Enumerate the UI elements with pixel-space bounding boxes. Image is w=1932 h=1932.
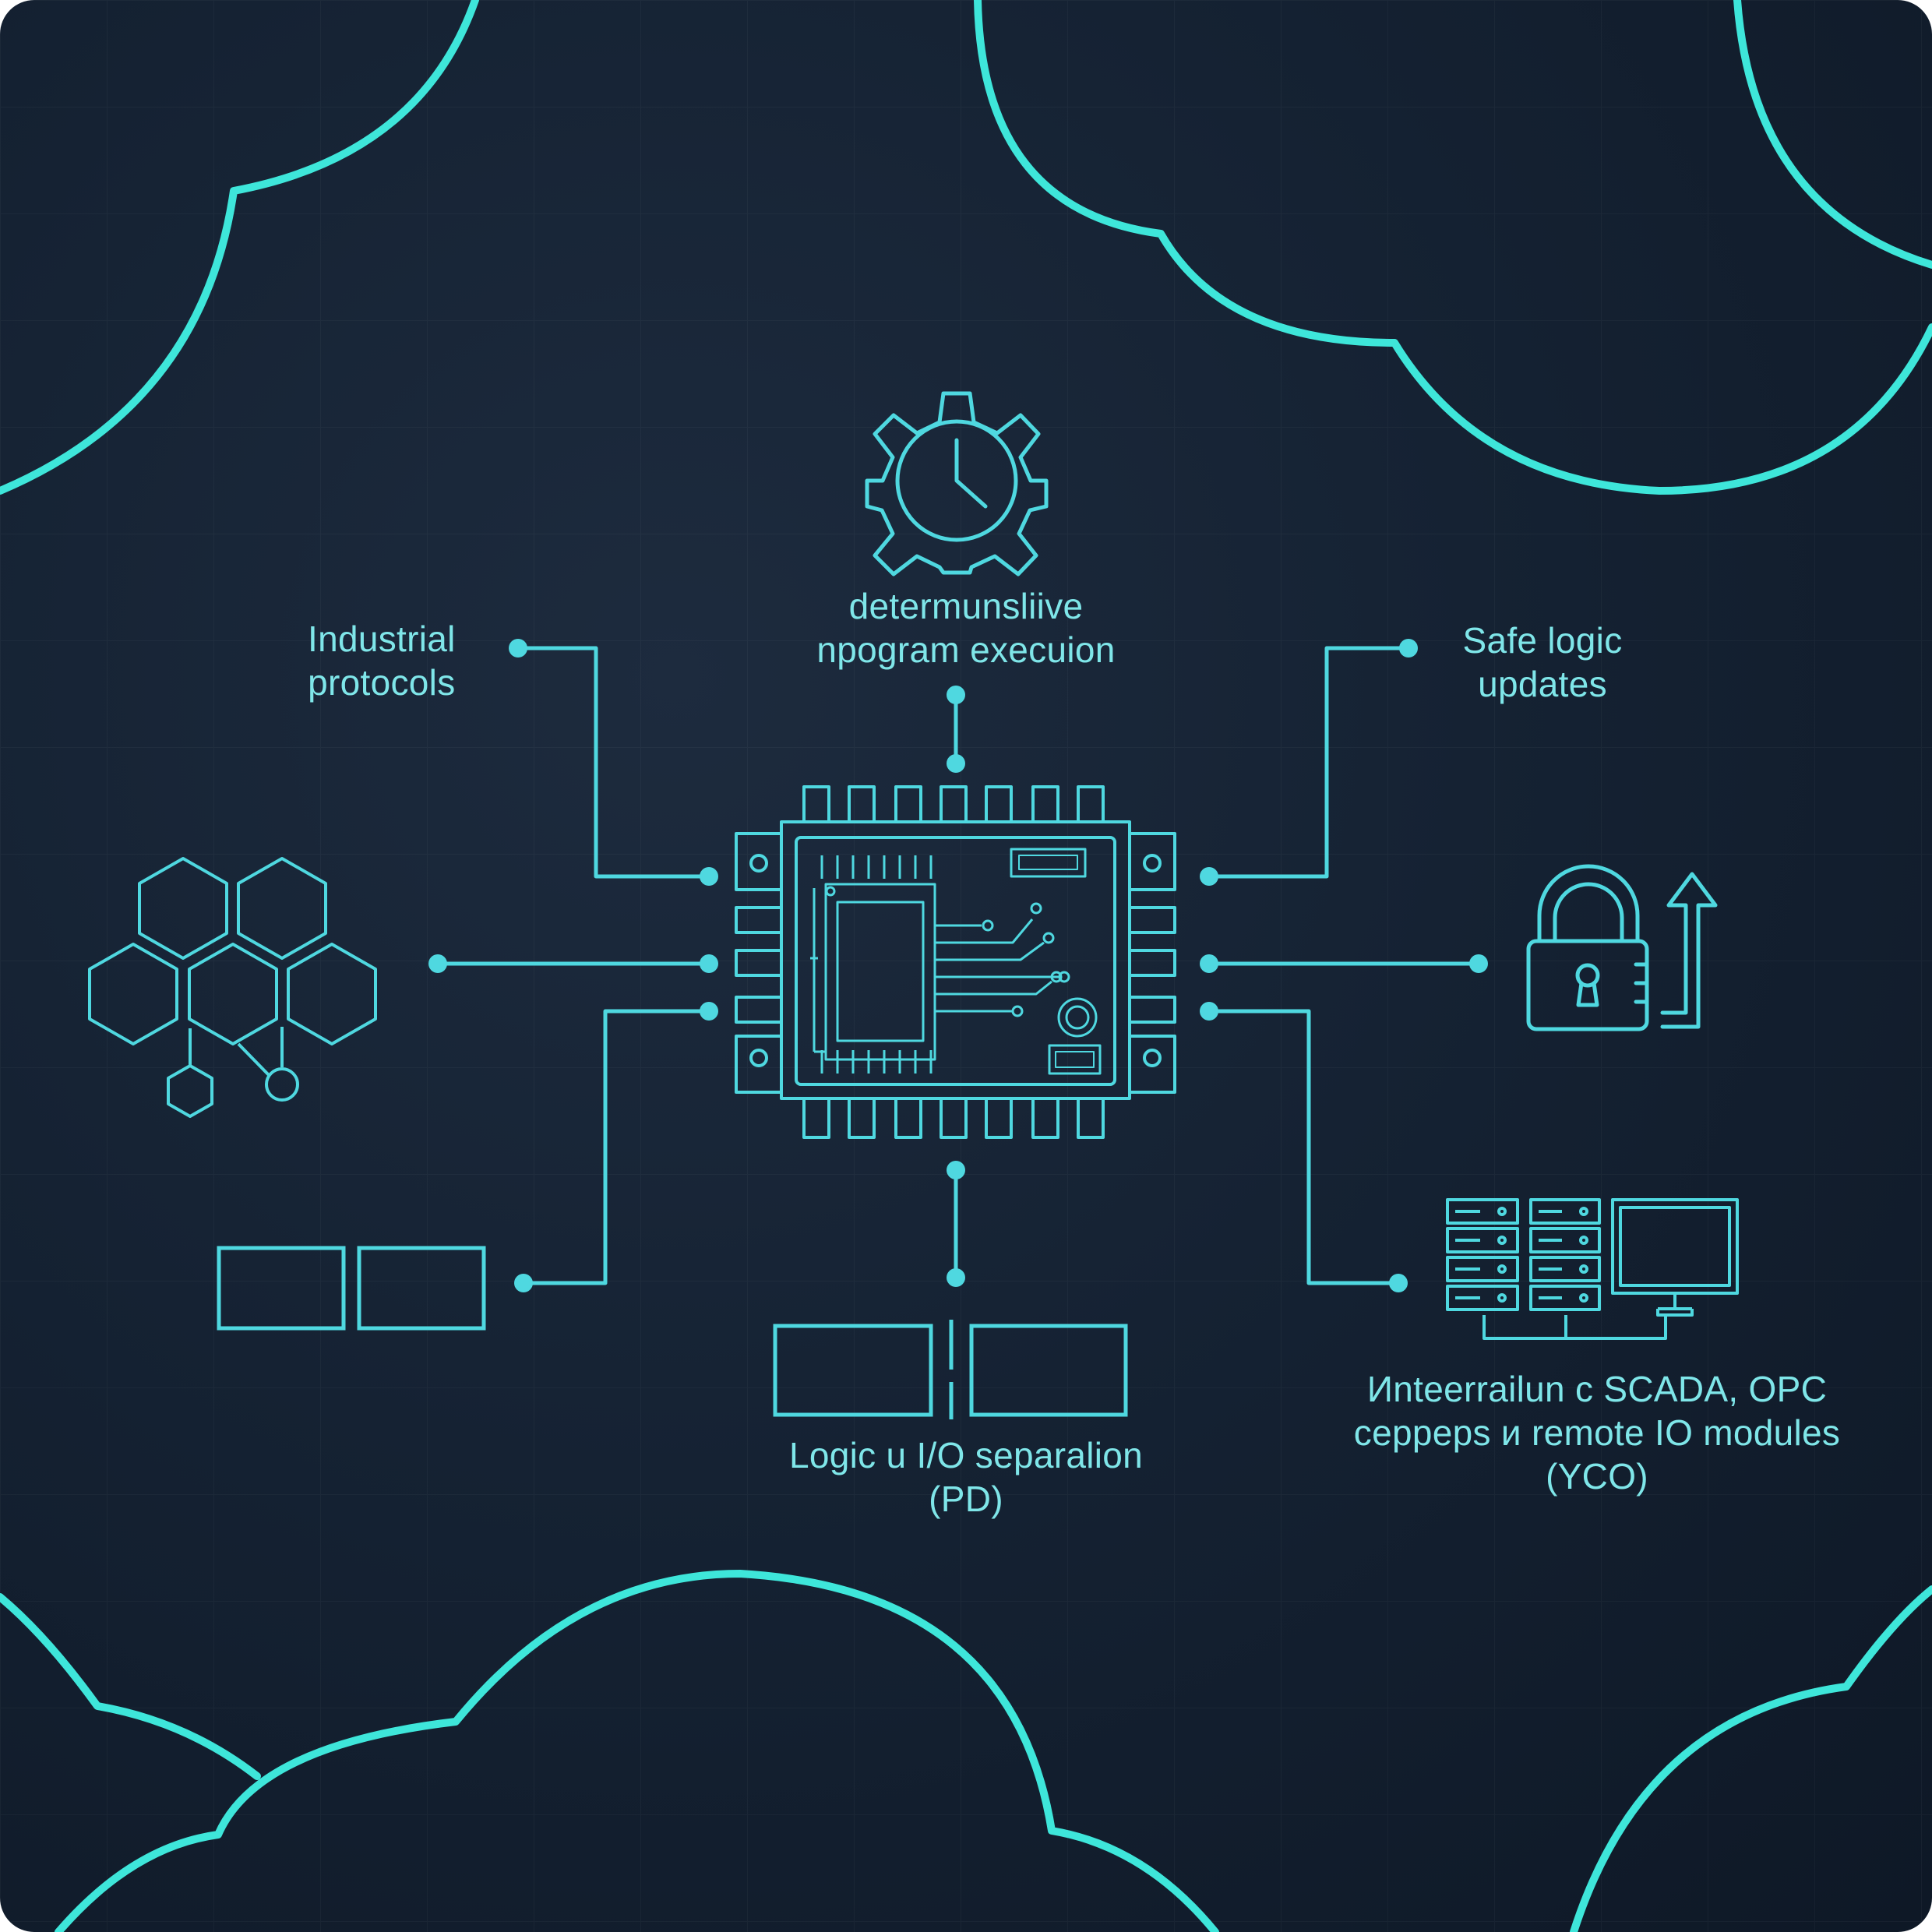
label-industrial-protocols: Industrial protocols (308, 617, 456, 704)
connector-dual-blocks (521, 1009, 711, 1285)
dual-blocks-icon (217, 1246, 486, 1331)
cloud-top-right (974, 0, 1932, 495)
label-logic-io-separation: Logic u I/O separalion (PD) (763, 1433, 1169, 1521)
cloud-top-left (0, 0, 479, 495)
hexagon-network-icon (88, 857, 377, 1118)
label-line: Иntеerrailun c SCADA, OPC (1366, 1369, 1828, 1409)
label-line: cерpeps и remote IO modules (1353, 1412, 1841, 1453)
label-line: npogram execuion (816, 629, 1116, 670)
gear-clock-icon (865, 391, 1049, 576)
split-blocks-icon (773, 1320, 1128, 1419)
connector-integration (1207, 1009, 1401, 1285)
microcontroller-chip-icon (735, 785, 1176, 1139)
cloud-bottom-right (1570, 1585, 1932, 1932)
label-scada-integration: Иntеerrailun c SCADA, OPC cерpeps и remo… (1340, 1367, 1854, 1498)
cloud-top-right-corner (1733, 0, 1932, 269)
label-line: (YCO) (1546, 1456, 1648, 1497)
label-line: Logic u I/O separalion (788, 1435, 1144, 1475)
label-line: protocols (308, 662, 456, 703)
connector-endpoints (428, 639, 1488, 1292)
label-line: updates (1478, 664, 1607, 704)
label-deterministic-execution: determunsliive npogram execuion (795, 584, 1137, 672)
cloud-bottom-center (55, 1570, 1219, 1932)
connector-safe-updates (1207, 646, 1411, 879)
padlock-update-icon (1526, 864, 1718, 1031)
label-line: Industrial (308, 619, 456, 659)
servers-monitor-icon (1446, 1198, 1739, 1340)
label-line: Safe logic (1462, 620, 1623, 661)
label-line: (PD) (929, 1479, 1003, 1519)
label-safe-logic-updates: Safe logic updates (1449, 619, 1636, 706)
cloud-bottom-left-small (0, 1593, 261, 1780)
label-line: determunsliive (848, 586, 1084, 626)
connector-industrial-protocols (516, 646, 711, 879)
